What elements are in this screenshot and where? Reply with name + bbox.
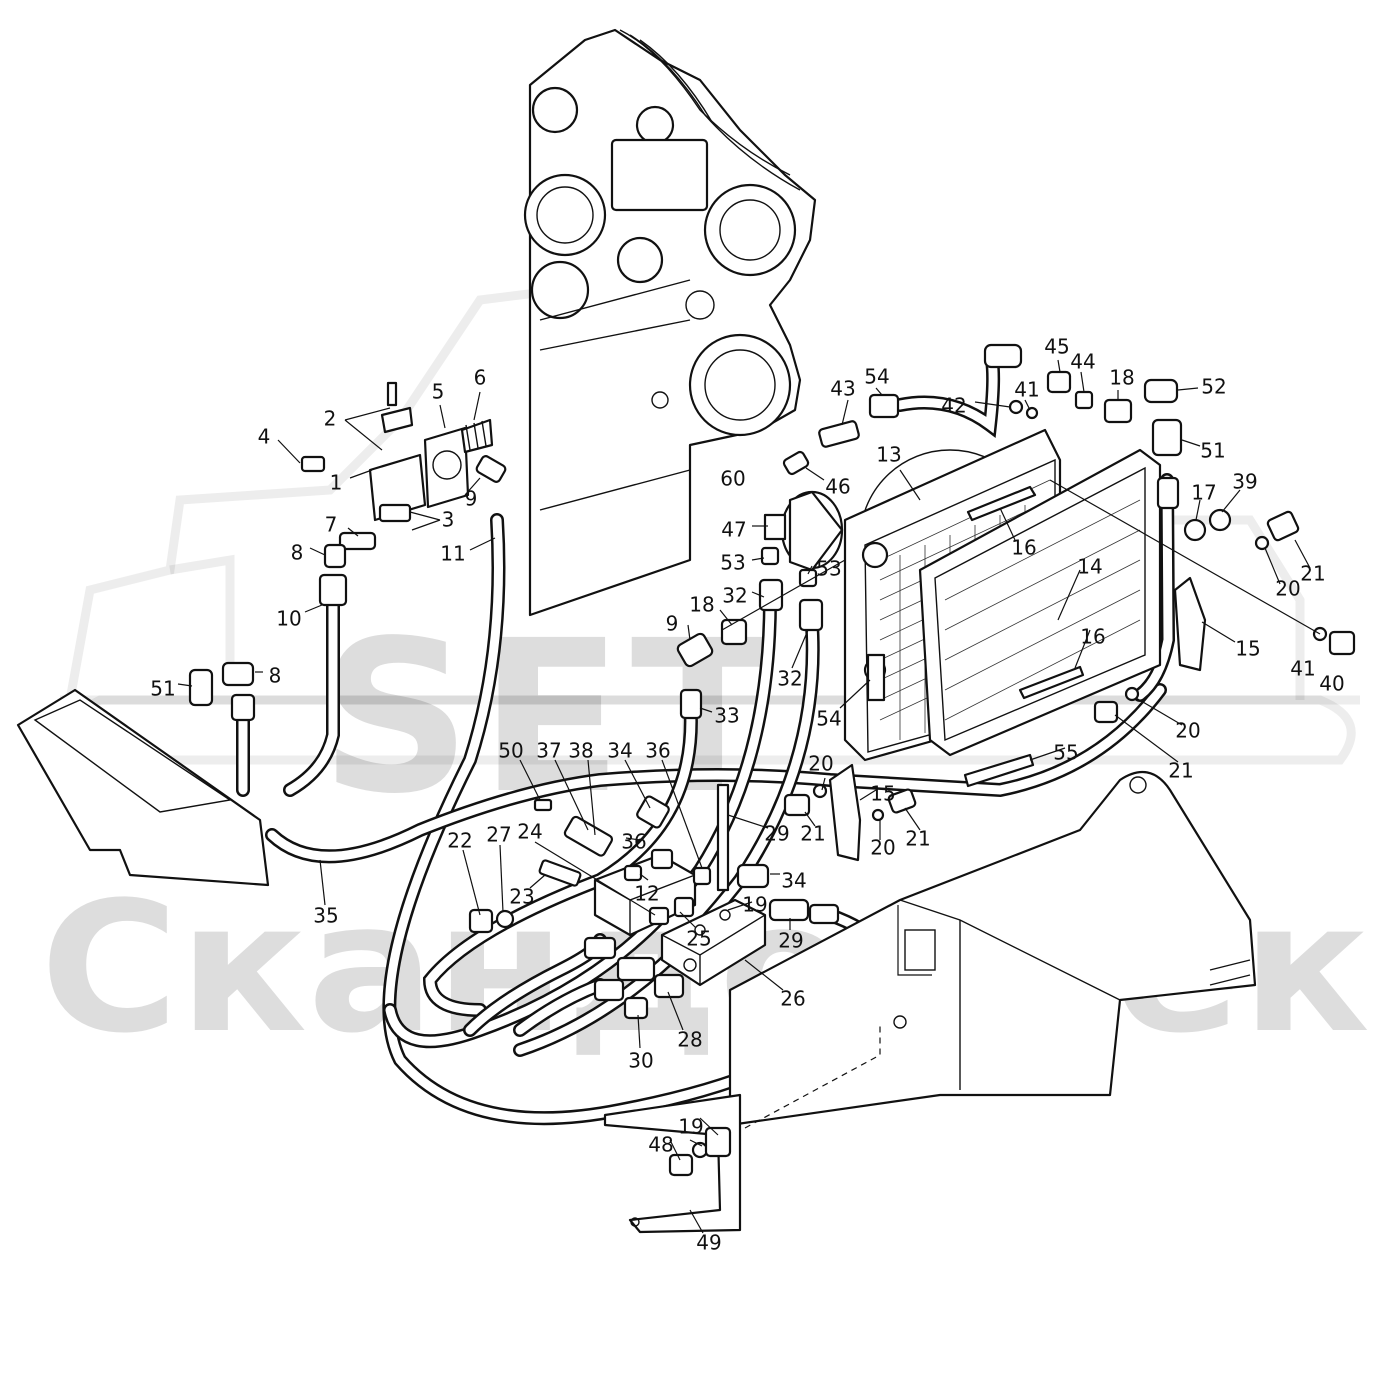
callout-44: 44: [1070, 350, 1095, 374]
callout-25: 25: [686, 927, 711, 951]
callout-28: 28: [677, 1028, 702, 1052]
brackets-15: [828, 576, 1207, 862]
callout-51b: 51: [150, 677, 175, 701]
callout-24: 24: [517, 820, 542, 844]
callout-55: 55: [1053, 741, 1078, 765]
callout-23: 23: [509, 885, 534, 909]
callout-4: 4: [258, 425, 271, 449]
callout-7: 7: [325, 513, 338, 537]
left-housing: [16, 688, 270, 887]
callout-22: 22: [447, 829, 472, 853]
callout-26: 26: [780, 987, 805, 1011]
callout-11: 11: [440, 542, 465, 566]
callout-48: 48: [648, 1133, 673, 1157]
callout-27: 27: [486, 823, 511, 847]
callout-42: 42: [941, 394, 966, 418]
callout-46: 46: [825, 475, 850, 499]
callout-54b: 54: [816, 707, 841, 731]
callout-19b: 19: [678, 1115, 703, 1139]
callout-41b: 41: [1290, 657, 1315, 681]
callout-50: 50: [498, 739, 523, 763]
callout-16b: 16: [1080, 625, 1105, 649]
callout-39: 39: [1232, 470, 1257, 494]
callout-19a: 19: [742, 893, 767, 917]
callout-1: 1: [330, 471, 343, 495]
callout-21d: 21: [905, 827, 930, 851]
callout-33: 33: [714, 704, 739, 728]
callout-15a: 15: [1235, 637, 1260, 661]
callout-13: 13: [876, 443, 901, 467]
callout-49: 49: [696, 1231, 721, 1255]
callout-18b: 18: [689, 593, 714, 617]
frame-tank: [728, 770, 1257, 1127]
filter-60: [763, 490, 844, 572]
callout-20b: 20: [1175, 719, 1200, 743]
callout-8b: 8: [269, 664, 282, 688]
leader-lines: [177, 359, 1321, 1234]
callout-38: 38: [568, 739, 593, 763]
oil-cooler: [843, 428, 1162, 788]
callout-60: 60: [720, 467, 745, 491]
callout-10: 10: [276, 607, 301, 631]
solenoid-assembly: [300, 381, 494, 523]
callout-52: 52: [1201, 375, 1226, 399]
callout-53b: 53: [816, 557, 841, 581]
callout-36b: 36: [621, 830, 646, 854]
callout-15b: 15: [870, 782, 895, 806]
callout-12: 12: [634, 882, 659, 906]
callout-6: 6: [474, 366, 487, 390]
callout-40: 40: [1319, 672, 1344, 696]
callout-34b: 34: [781, 869, 806, 893]
callout-30: 30: [628, 1049, 653, 1073]
callout-5: 5: [432, 380, 445, 404]
callout-21a: 21: [1300, 562, 1325, 586]
callout-20d: 20: [870, 836, 895, 860]
callout-29a: 29: [764, 822, 789, 846]
callout-36a: 36: [645, 739, 670, 763]
callout-47: 47: [721, 518, 746, 542]
fittings: [188, 343, 1356, 1177]
callout-20a: 20: [1275, 577, 1300, 601]
callout-54a: 54: [864, 365, 889, 389]
callout-20c: 20: [808, 752, 833, 776]
valve-blocks: [593, 853, 767, 987]
callout-53a: 53: [720, 551, 745, 575]
callout-32a: 32: [722, 584, 747, 608]
callout-9b: 9: [666, 612, 679, 636]
callout-9a: 9: [465, 487, 478, 511]
callout-37: 37: [536, 739, 561, 763]
callout-35: 35: [313, 904, 338, 928]
callout-14: 14: [1077, 555, 1102, 579]
callout-18a: 18: [1109, 366, 1134, 390]
callout-29b: 29: [778, 929, 803, 953]
callout-labels: 1234567889910111213141515161617181819192…: [150, 335, 1344, 1255]
callout-41a: 41: [1014, 378, 1039, 402]
callout-32b: 32: [777, 667, 802, 691]
callout-34a: 34: [607, 739, 632, 763]
engine-block: [523, 28, 817, 617]
callout-43: 43: [830, 377, 855, 401]
callout-21b: 21: [1168, 759, 1193, 783]
callout-2: 2: [324, 407, 337, 431]
callout-17: 17: [1191, 481, 1216, 505]
callout-51a: 51: [1200, 439, 1225, 463]
callout-21c: 21: [800, 822, 825, 846]
callout-8a: 8: [291, 541, 304, 565]
callout-16a: 16: [1011, 536, 1036, 560]
callout-3: 3: [442, 508, 455, 532]
callout-45: 45: [1044, 335, 1069, 359]
